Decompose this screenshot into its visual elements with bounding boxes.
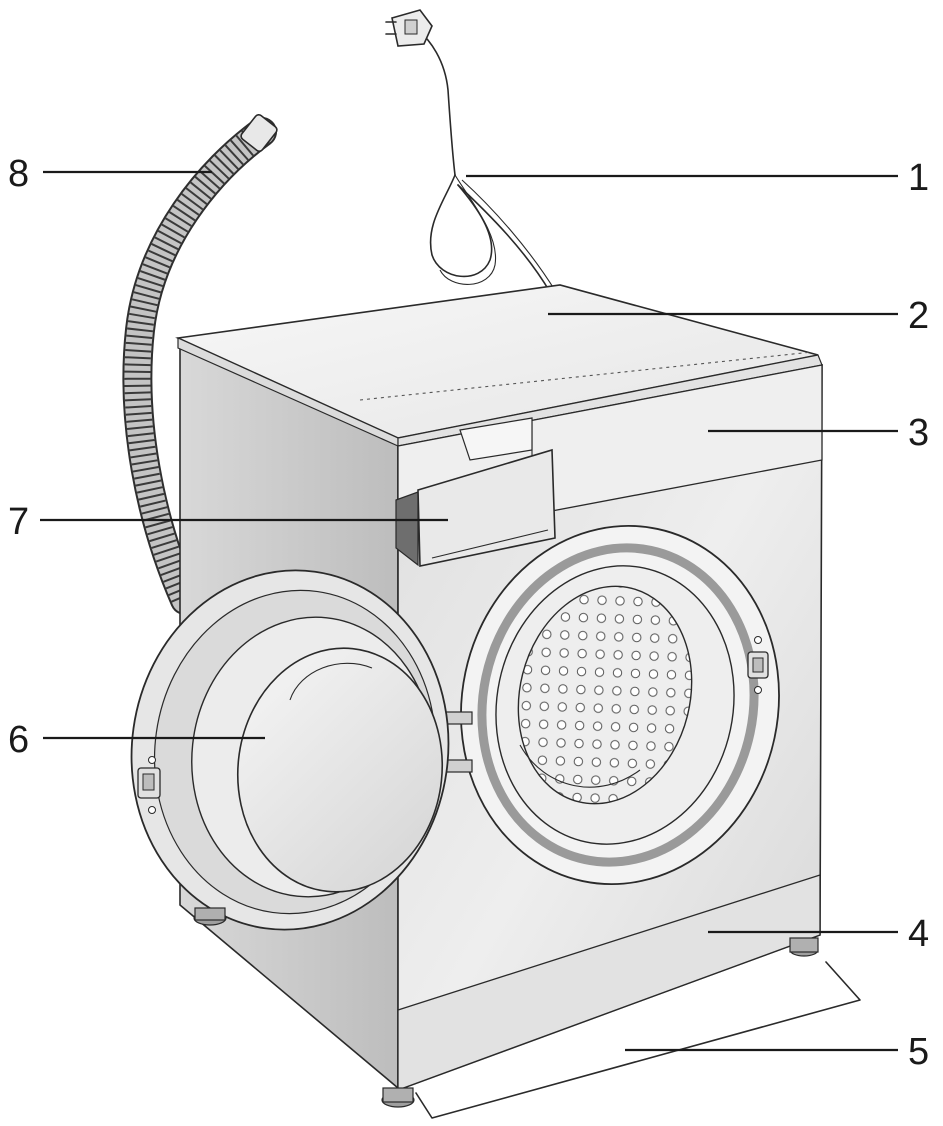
callout-3: 3: [908, 412, 929, 454]
door-lock-icon: [747, 636, 769, 694]
transport-base: [415, 961, 861, 1119]
service-flap: [397, 874, 821, 1091]
door-handle-icon: [137, 756, 161, 814]
drum: [517, 585, 693, 805]
callout-7: 7: [8, 501, 29, 543]
callout-5: 5: [908, 1031, 929, 1073]
detergent-drawer: [395, 417, 556, 567]
callout-6: 6: [8, 719, 29, 761]
adjustable-feet: [193, 907, 819, 1108]
callout-4: 4: [908, 913, 929, 955]
drain-hose: [122, 113, 278, 615]
door-with-glass: [130, 569, 450, 931]
power-cord: [385, 9, 557, 293]
callout-2: 2: [908, 295, 929, 337]
callout-8: 8: [8, 153, 29, 195]
plug-icon: [385, 9, 433, 47]
porthole-opening: [460, 524, 780, 886]
callout-1: 1: [908, 157, 929, 199]
leader-lines: [40, 170, 898, 1052]
